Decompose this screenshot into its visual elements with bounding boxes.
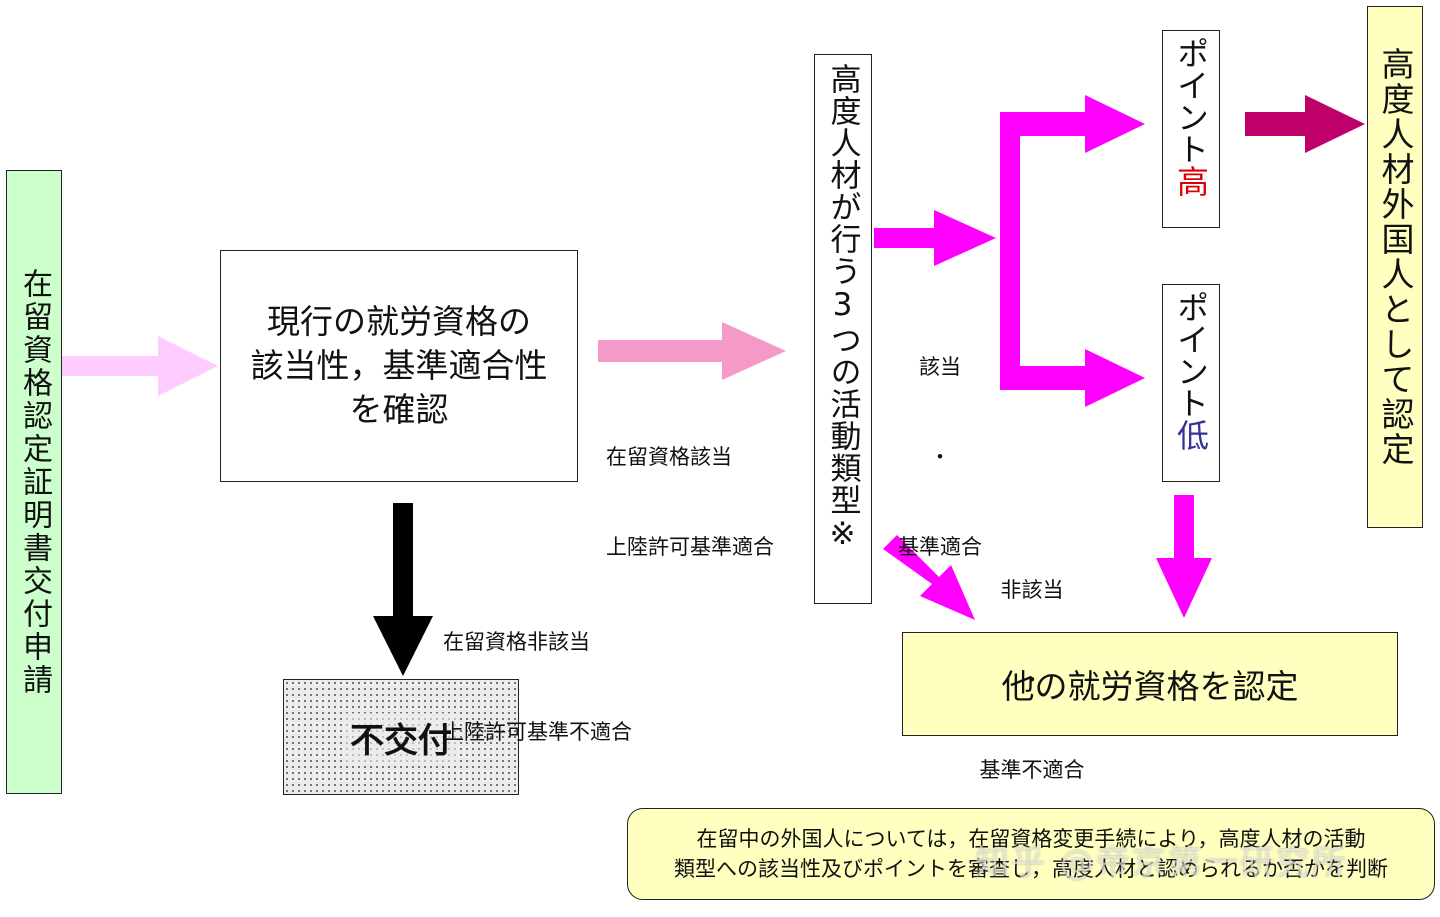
points-high-prefix: ポイント (1172, 37, 1210, 165)
points-low-prefix: ポイント (1172, 291, 1210, 419)
refusal-box: 不交付 (283, 679, 519, 795)
activity-box: 高度人材が行う3つの活動類型※ (814, 54, 872, 604)
application-box: 在留資格認定証明書交付申請 (6, 170, 62, 794)
check-line-2: 該当性，基準適合性 (250, 346, 548, 385)
arrow-high-to-recognized (1245, 95, 1365, 153)
arrow-branch-to-low (1000, 349, 1145, 407)
points-high-suffix: 高 (1172, 165, 1210, 197)
points-low-suffix: 低 (1172, 419, 1210, 451)
arrow-check-to-refusal (373, 503, 433, 676)
applicable-label: 該当 ・ 基準適合 (880, 292, 1000, 592)
activity-text: 高度人材が行う3つの活動類型※ (824, 63, 861, 553)
not-qualify-line-1: 在留資格非該当 (443, 630, 590, 654)
qualify-line-1: 在留資格該当 (606, 445, 732, 469)
note-line-1: 在留中の外国人については，在留資格変更手続により，高度人材の活動 (696, 827, 1366, 851)
points-low-box: ポイント低 (1162, 284, 1220, 482)
branch-vertical (1000, 112, 1020, 388)
applicable-top: 該当 (919, 355, 961, 379)
applicable-bottom: 基準適合 (898, 535, 982, 559)
note-line-2: 類型への該当性及びポイントを審査し，高度人材と認められるか否かを判断 (674, 857, 1388, 881)
arrow-activity-to-other (883, 535, 975, 620)
check-line-1: 現行の就労資格の (267, 302, 531, 341)
points-high-box: ポイント高 (1162, 30, 1220, 228)
arrow-branch-to-high (1000, 95, 1145, 153)
not-applicable-top: 非該当 (1000, 578, 1064, 602)
not-qualify-line-2: 上陸許可基準不適合 (443, 720, 632, 744)
arrow-low-to-other (1156, 495, 1212, 618)
not-applicable-label: 非該当 ・ 基準不適合 (962, 515, 1102, 815)
other-box: 他の就労資格を認定 (902, 632, 1398, 736)
check-line-3: を確認 (349, 390, 449, 429)
watermark: 知乎 @帝京第一研究所 (975, 843, 1348, 883)
qualify-label: 在留資格該当 上陸許可基準適合 (606, 382, 774, 592)
recognized-box: 高度人材外国人として認定 (1367, 6, 1423, 528)
arrow-activity-to-branch (874, 210, 996, 266)
not-qualify-label: 在留資格非該当 上陸許可基準不適合 (443, 567, 632, 777)
arrow-check-to-activity (598, 322, 786, 380)
arrow-application-to-check (62, 336, 218, 396)
note-box: 在留中の外国人については，在留資格変更手続により，高度人材の活動 類型への該当性… (627, 808, 1435, 900)
not-applicable-dot: ・ (1021, 668, 1043, 692)
check-box: 現行の就労資格の 該当性，基準適合性 を確認 (220, 250, 578, 482)
not-applicable-bottom: 基準不適合 (979, 758, 1085, 782)
applicable-dot: ・ (929, 445, 951, 469)
application-text: 在留資格認定証明書交付申請 (17, 267, 52, 697)
refusal-text: 不交付 (344, 712, 458, 762)
recognized-text: 高度人材外国人として認定 (1376, 47, 1415, 467)
qualify-line-2: 上陸許可基準適合 (606, 535, 774, 559)
other-text: 他の就労資格を認定 (1001, 667, 1299, 706)
